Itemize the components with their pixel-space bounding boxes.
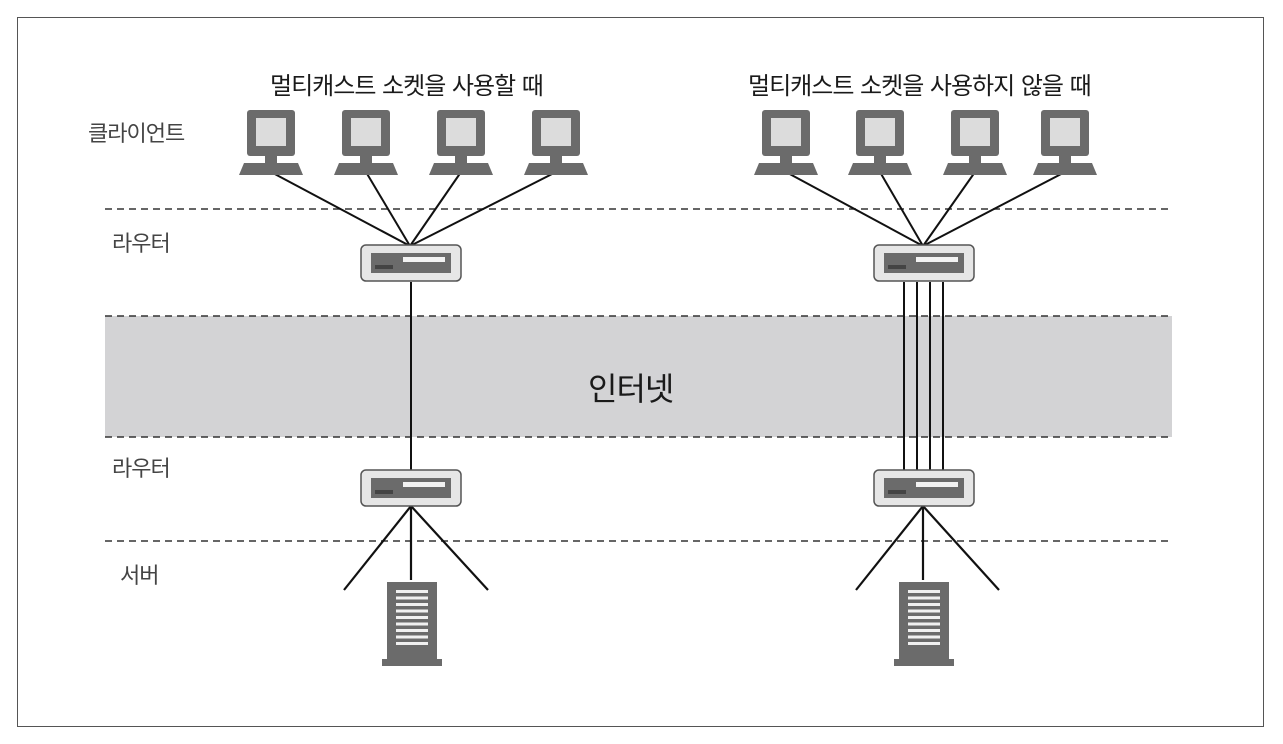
computer-icon	[429, 110, 493, 175]
right-panel	[785, 171, 1066, 591]
router-icon	[360, 244, 462, 282]
client-computers	[239, 110, 1097, 175]
router-icon	[360, 469, 462, 507]
left-panel-title: 멀티캐스트 소켓을 사용할 때	[270, 72, 544, 100]
routers	[360, 244, 975, 507]
right-client-links	[785, 171, 1066, 247]
computer-icon	[754, 110, 818, 175]
server-icon	[894, 582, 954, 666]
left-client-links	[270, 171, 557, 247]
router-icon	[873, 469, 975, 507]
tier-label-client: 클라이언트	[88, 122, 185, 147]
computer-icon	[239, 110, 303, 175]
computer-icon	[524, 110, 588, 175]
right-panel-title: 멀티캐스트 소켓을 사용하지 않을 때	[748, 72, 1092, 100]
router-icon	[873, 244, 975, 282]
internet-label: 인터넷	[588, 370, 674, 408]
computer-icon	[334, 110, 398, 175]
computer-icon	[848, 110, 912, 175]
servers	[382, 582, 954, 666]
tier-label-router-top: 라우터	[112, 232, 171, 257]
left-panel	[270, 171, 557, 591]
right-server-links	[855, 505, 1000, 591]
tier-label-server: 서버	[120, 564, 159, 589]
server-icon	[382, 582, 442, 666]
computer-icon	[1033, 110, 1097, 175]
computer-icon	[943, 110, 1007, 175]
tier-label-router-bottom: 라우터	[112, 457, 171, 482]
right-internet-links	[903, 282, 944, 473]
internet-band	[105, 316, 1172, 437]
left-server-links	[343, 505, 489, 591]
